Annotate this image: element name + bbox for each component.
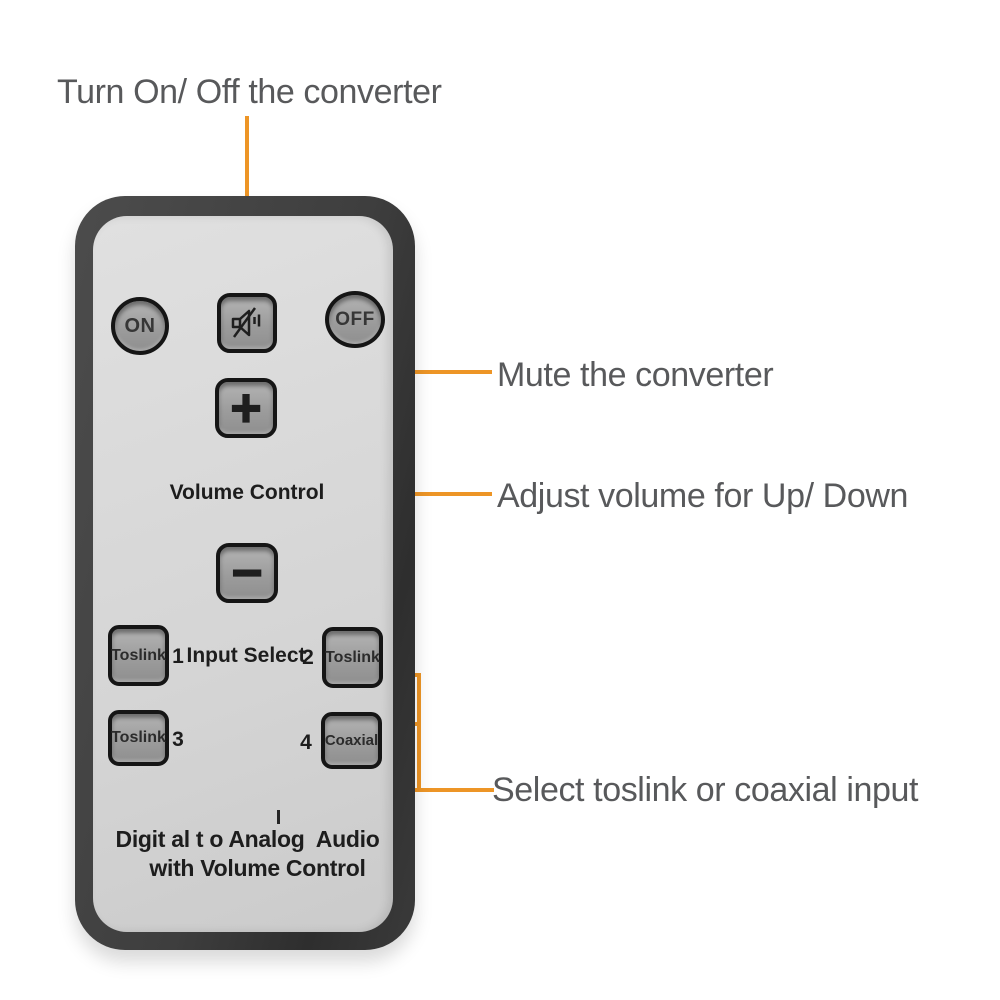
callout-power-label: Turn On/ Off the converter [57,73,442,111]
callout-line-segment [245,116,249,247]
print-mark [277,810,280,824]
brand-line-1: Digit al t o Analog Audio [115,826,380,852]
volume-down-button[interactable]: − [216,543,278,603]
mute-button[interactable] [217,293,277,353]
callout-line-segment [341,492,492,496]
muted-speaker-icon [227,303,267,343]
input-2-number: 2 [302,646,314,669]
input-4-coaxial-button[interactable]: Coaxial [321,712,382,769]
input-3-number: 3 [172,728,184,751]
callout-mute-label: Mute the converter [497,356,774,394]
off-button[interactable]: OFF [325,291,385,348]
volume-up-button[interactable]: + [215,378,277,438]
brand-line-2: with Volume Control [149,855,366,881]
input-4-number: 4 [300,731,312,754]
input-2-toslink-button[interactable]: Toslink [322,627,383,688]
input-1-toslink-button[interactable]: Toslink [108,625,169,686]
on-button[interactable]: ON [111,297,169,355]
volume-control-label: Volume Control [169,481,325,504]
input-1-number: 1 [172,645,184,668]
input-select-label: Input Select [186,644,306,667]
callout-input-label: Select toslink or coaxial input [492,771,919,809]
callout-line-segment [417,673,421,792]
input-3-toslink-button[interactable]: Toslink [108,710,169,766]
callout-volume-label: Adjust volume for Up/ Down [497,477,908,515]
